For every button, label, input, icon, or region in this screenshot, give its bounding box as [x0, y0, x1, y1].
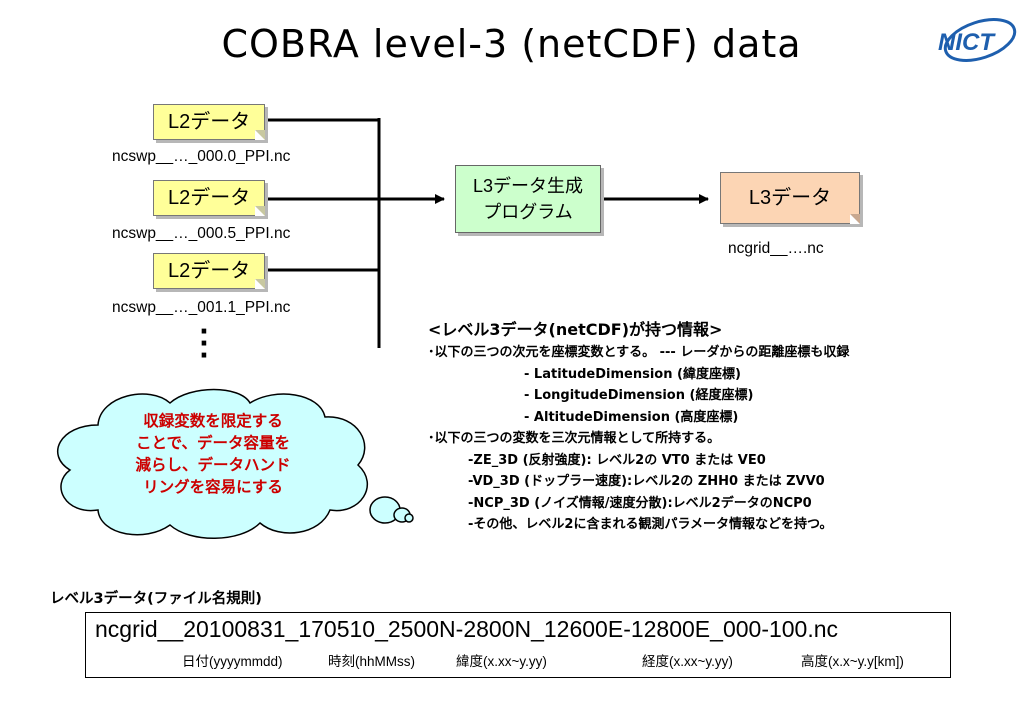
naming-date-field: 日付(yyyymmdd)	[182, 654, 283, 669]
program-line-1: L3データ生成	[472, 176, 584, 196]
l2-file-name-1: ncswp__…_000.0_PPI.nc	[112, 148, 291, 165]
l3-info-block: <レベル3データ(netCDF)が持つ情報> ･以下の三つの次元を座標変数とする…	[428, 318, 849, 536]
naming-altitude-field: 高度(x.x~y.y[km])	[801, 654, 904, 669]
l3-generation-program-box: L3データ生成 プログラム	[455, 165, 601, 233]
l2-data-label: L2データ	[168, 111, 251, 133]
page-title: COBRA level-3 (netCDF) data	[221, 22, 802, 66]
logo-text: NICT	[938, 29, 996, 56]
l2-data-box-1: L2データ	[153, 104, 265, 140]
cloud-note: 収録変数を限定する ことで、データ容量を 減らし、データハンド リングを容易にす…	[108, 410, 318, 498]
l3-data-box: L3データ	[720, 172, 860, 224]
thought-cloud	[57, 388, 414, 539]
cloud-line: 減らし、データハンド	[135, 456, 291, 474]
nict-logo: NICT	[938, 18, 1017, 62]
more-files-ellipsis: ···	[199, 317, 209, 371]
naming-rule-filename: ncgrid__20100831_170510_2500N-2800N_1260…	[95, 616, 839, 642]
l2-file-name-3: ncswp__…_001.1_PPI.nc	[112, 299, 291, 316]
cloud-line: 収録変数を限定する	[143, 412, 283, 430]
info-heading: <レベル3データ(netCDF)が持つ情報>	[428, 320, 723, 339]
info-variable-item: -VD_3D (ドップラー速度):レベル2の ZHH0 または ZVV0	[468, 474, 825, 489]
naming-time-field: 時刻(hhMMss)	[328, 654, 415, 669]
l2-file-name-2: ncswp__…_000.5_PPI.nc	[112, 225, 291, 242]
l2-data-label: L2データ	[168, 187, 251, 209]
cloud-line: リングを容易にする	[143, 478, 283, 496]
info-variable-item: -ZE_3D (反射強度): レベル2の VT0 または VE0	[468, 452, 766, 468]
naming-latitude-field: 緯度(x.xx~y.yy)	[456, 654, 547, 669]
info-dimension-item: - LongitudeDimension (経度座標)	[524, 388, 754, 403]
program-line-2: プログラム	[483, 202, 573, 222]
naming-longitude-field: 経度(x.xx~y.yy)	[642, 654, 733, 669]
info-dimension-item: - LatitudeDimension (緯度座標)	[524, 366, 741, 382]
l2-data-box-2: L2データ	[153, 180, 265, 216]
cloud-line: ことで、データ容量を	[136, 434, 290, 452]
l3-data-label: L3データ	[748, 187, 832, 209]
info-variable-item: -NCP_3D (ノイズ情報/速度分散):レベル2データのNCP0	[468, 495, 812, 511]
l2-data-label: L2データ	[168, 260, 251, 282]
info-variables-intro: ･以下の三つの変数を三次元情報として所持する。	[428, 431, 721, 446]
l3-file-name: ncgrid__….nc	[728, 240, 824, 257]
info-dimension-item: - AltitudeDimension (高度座標)	[524, 409, 739, 425]
info-dimensions-intro: ･以下の三つの次元を座標変数とする。 --- レーダからの距離座標も収録	[428, 345, 850, 360]
info-variable-item: -その他、レベル2に含まれる観測パラメータ情報などを持つ。	[468, 517, 833, 532]
naming-rule-box	[85, 612, 951, 678]
naming-rule-label: レベル3データ(ファイル名規則)	[50, 591, 262, 607]
l2-data-box-3: L2データ	[153, 253, 265, 289]
